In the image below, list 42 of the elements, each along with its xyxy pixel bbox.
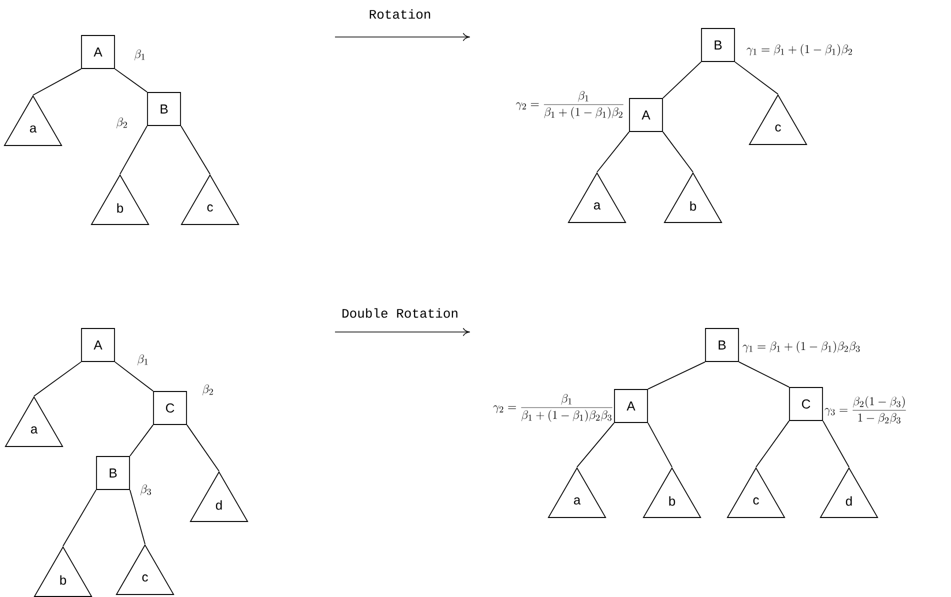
tree-node-box: C	[789, 387, 823, 421]
weight-label: $\gamma_1=\beta_1+(1-\beta_1)\beta_2$	[746, 44, 852, 56]
tree-edge	[180, 126, 210, 175]
tree-edge	[130, 490, 146, 545]
tree-edge	[576, 422, 614, 468]
weight-label: $\beta_1$	[137, 354, 148, 366]
weight-formula: $\gamma_3=\frac{\beta_2(1-\beta_3)}{1-\beta_2\beta_3}$	[824, 396, 906, 424]
weight-label: $\beta_2$	[202, 384, 213, 396]
tree-edge	[114, 68, 148, 92]
tree-node-box: B	[96, 456, 130, 490]
tree-edge	[662, 132, 694, 173]
rotation-label: Rotation	[370, 9, 430, 19]
tree-node-box: A	[81, 35, 115, 69]
tree-edge	[32, 68, 82, 96]
tree-node-box: B	[701, 28, 735, 62]
tree-node-box: A	[81, 328, 115, 362]
weight-label: $\gamma_1=\beta_1+(1-\beta_1)\beta_2\beta_3$	[742, 341, 860, 353]
tree-edge	[756, 420, 790, 468]
tree-node-box: B	[705, 328, 739, 362]
weight-label: $\beta_3$	[140, 484, 151, 496]
tree-edge	[596, 132, 630, 173]
tree-edge	[662, 62, 702, 98]
tree-edge	[34, 362, 82, 397]
weight-label: $\beta_2$	[116, 118, 127, 128]
tree-node-box: B	[147, 92, 181, 126]
weight-formula: $\gamma_2=\frac{\beta_1}{\beta_1+(1-\beta_1)\beta_2\beta_3}$	[493, 394, 612, 422]
tree-edge	[648, 422, 672, 468]
tree-edge	[648, 362, 706, 390]
tree-node-box: A	[614, 389, 648, 423]
tree-edge	[738, 362, 790, 388]
tree-edge	[120, 126, 148, 175]
weight-label: $\beta_1$	[134, 50, 145, 60]
tree-edge	[822, 420, 850, 468]
tree-node-box: A	[629, 98, 663, 132]
tree-edge	[62, 490, 96, 547]
tree-edge	[186, 424, 220, 472]
weight-formula: $\gamma_2=\frac{\beta_1}{\beta_1+(1-\beta_1)\beta_2}$	[516, 91, 624, 119]
rotation-label: Double Rotation	[342, 308, 458, 318]
tree-edge	[114, 362, 154, 392]
tree-edge	[734, 62, 778, 95]
tree-edge	[130, 424, 154, 456]
tree-node-box: C	[153, 391, 187, 425]
